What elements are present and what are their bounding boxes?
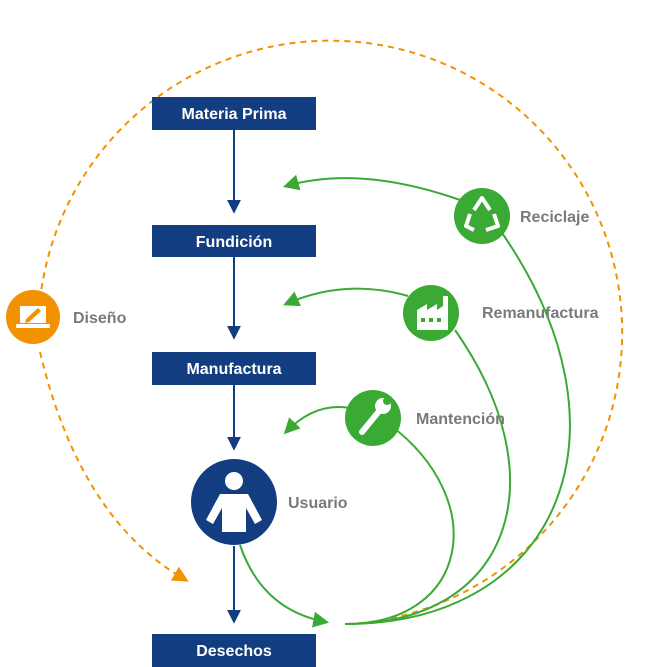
design-loop-dashed-circle: [39, 39, 624, 625]
mantencion-label: Mantención: [416, 411, 505, 428]
laptop-pencil-icon: [16, 306, 50, 328]
recycle-icon: [464, 196, 500, 232]
desechos-box: Desechos: [152, 634, 316, 667]
diseno-label: Diseño: [73, 310, 127, 327]
materia-prima-box: Materia Prima: [152, 97, 316, 130]
fundicion-box: Fundición: [152, 225, 316, 257]
usuario-to-desechos-green-arrow: [239, 544, 330, 628]
manufactura-box: Manufactura: [152, 352, 316, 385]
mantencion-loop: [344, 424, 455, 625]
manufactura-label: Manufactura: [186, 361, 281, 378]
remanufactura-loop: [344, 329, 511, 625]
design-to-desechos-dashed-arrow: [39, 351, 189, 582]
materia-prima-label: Materia Prima: [182, 106, 287, 123]
factory-icon: [417, 296, 448, 330]
mantencion-return-arrow: [283, 406, 351, 435]
reciclaje-label: Reciclaje: [520, 209, 589, 226]
reciclaje-node: Reciclaje: [454, 188, 589, 244]
reciclaje-loop: [344, 229, 571, 625]
person-icon: [206, 472, 262, 532]
usuario-node: Usuario: [191, 459, 348, 545]
fundicion-label: Fundición: [196, 234, 272, 251]
reciclaje-return-arrow: [282, 174, 461, 201]
wrench-icon: [359, 397, 391, 435]
usuario-label: Usuario: [288, 495, 348, 512]
remanufactura-return-arrow: [283, 287, 409, 307]
diseno-node: Diseño: [6, 290, 127, 344]
remanufactura-label: Remanufactura: [482, 305, 599, 322]
desechos-label: Desechos: [196, 643, 272, 660]
remanufactura-node: Remanufactura: [403, 285, 599, 341]
mantencion-node: Mantención: [345, 390, 505, 446]
